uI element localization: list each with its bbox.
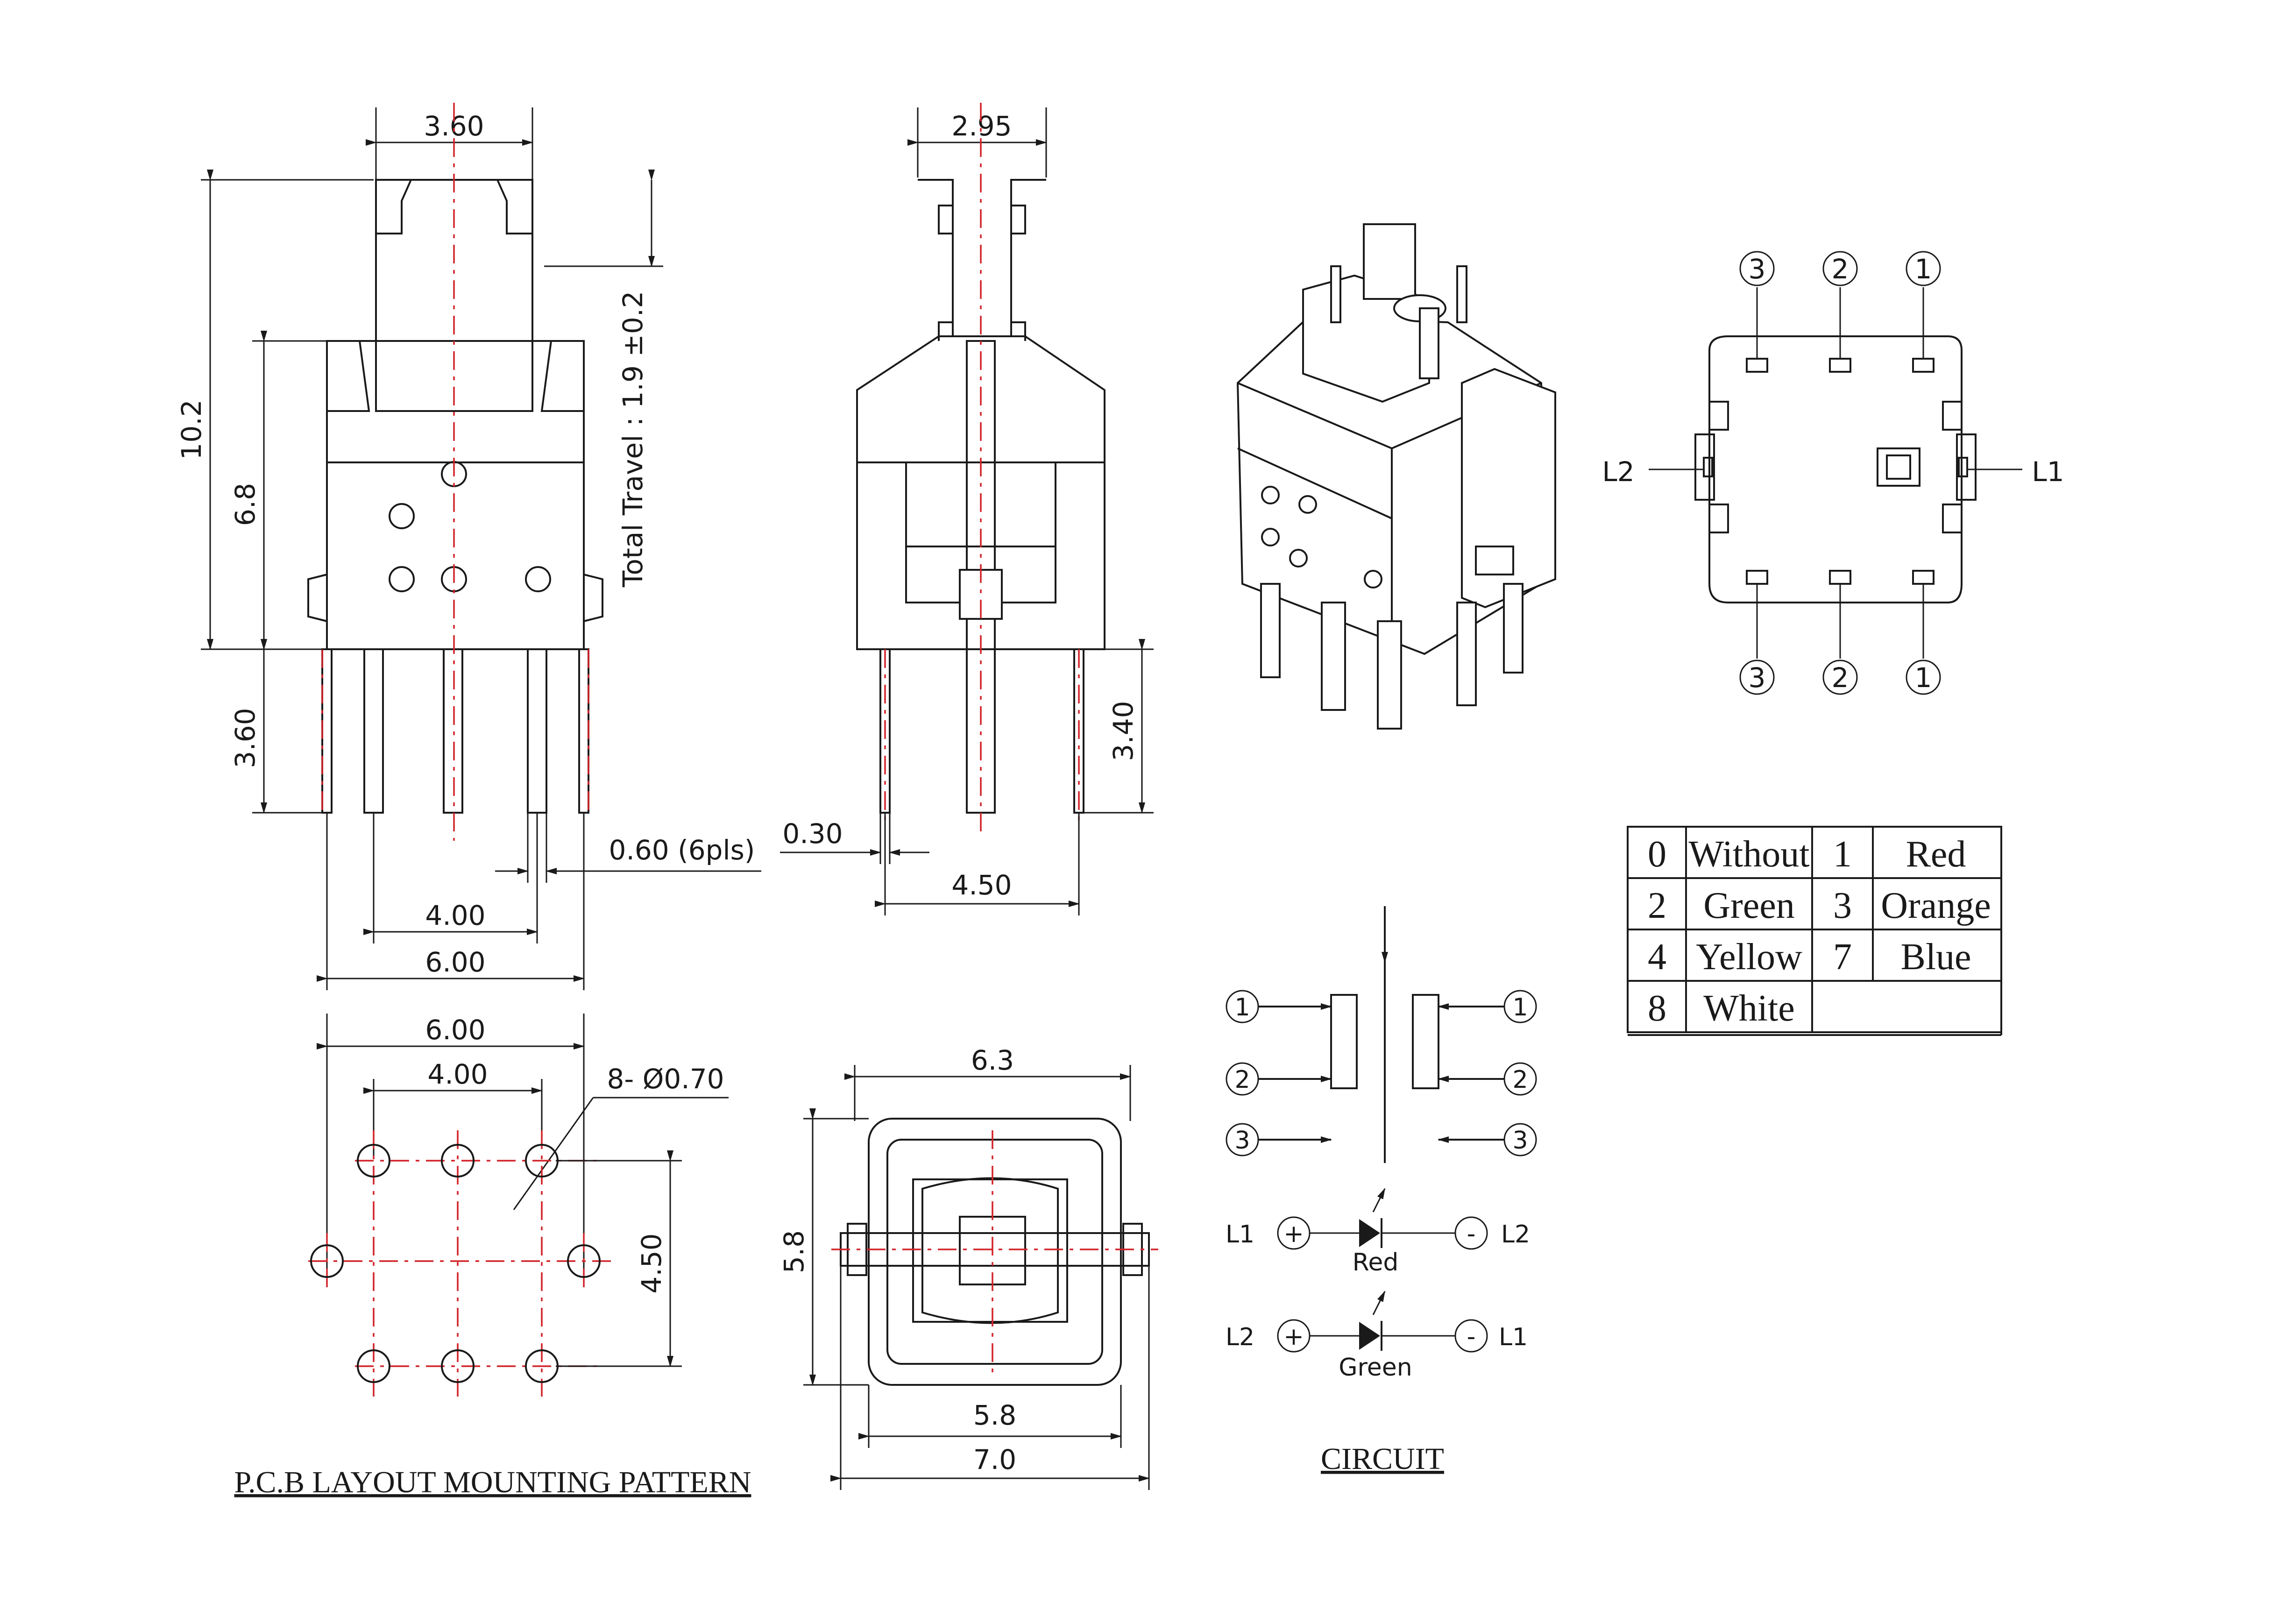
side-view: 2.95 0.30 4.50 3.40 [780, 103, 1154, 915]
circuit-diagram: 1 2 3 1 2 3 L1 + - L2 Red L2 + [1226, 906, 1537, 1476]
pin-top-label-3: 3 [1749, 253, 1766, 285]
led-color-table: 0 Without 1 Red 2 Green 3 Orange 4 Yello… [1627, 826, 2002, 1036]
led1-plus: + [1283, 1220, 1304, 1248]
table-cell-r1c2: Without [1689, 834, 1810, 875]
pcb-layout: 6.00 4.00 8- Ø0.70 4.50 P.C.B LAYOUT MOU… [234, 1014, 751, 1499]
pin-bottom-label-2: 2 [1832, 662, 1849, 694]
isometric-view [1236, 223, 1556, 730]
dim-total-travel: Total Travel : 1.9 ±0.2 [617, 291, 649, 588]
circuit-right-terminal-1: 1 [1512, 993, 1528, 1021]
dim-bottom-top-width: 6.3 [971, 1044, 1014, 1076]
circuit-title: CIRCUIT [1321, 1442, 1444, 1476]
dim-front-body-height: 6.8 [229, 483, 261, 526]
circuit-left-terminal-2: 2 [1234, 1066, 1250, 1094]
dim-pin-thickness: 0.30 [782, 818, 843, 850]
table-cell-r3c2: Yellow [1696, 936, 1802, 978]
led-label-left: L2 [1602, 456, 1634, 488]
dim-side-pin-length: 3.40 [1107, 701, 1139, 761]
pin-top-label-1: 1 [1915, 253, 1932, 285]
dim-front-pin-length: 3.60 [229, 708, 261, 768]
circuit-left-terminal-1: 1 [1234, 993, 1250, 1021]
bottom-view: 6.3 5.8 5.8 7.0 [778, 1044, 1158, 1490]
dim-pcb-pitch-inner: 4.00 [427, 1058, 488, 1090]
table-cell-r2c4: Orange [1881, 885, 1991, 926]
table-cell-r2c2: Green [1703, 885, 1794, 926]
table-cell-r1c4: Red [1906, 834, 1966, 875]
table-cell-r1c1: 0 [1648, 834, 1666, 875]
dim-front-pitch-inner: 4.00 [425, 900, 485, 931]
table-cell-r3c1: 4 [1648, 936, 1666, 978]
led2-color-label: Green [1339, 1354, 1412, 1382]
dim-pin-width: 0.60 (6pls) [609, 834, 755, 866]
dim-side-top-width: 2.95 [951, 110, 1012, 142]
pin-diagram: 3 2 1 3 2 1 L2 L1 [1602, 251, 2064, 695]
table-cell-r2c1: 2 [1648, 885, 1666, 926]
table-cell-r4c2: White [1703, 988, 1794, 1029]
circuit-right-terminal-2: 2 [1512, 1066, 1528, 1094]
dim-pcb-hole: 8- Ø0.70 [607, 1063, 724, 1095]
pin-bottom-label-1: 1 [1915, 662, 1932, 694]
led2-plus: + [1283, 1323, 1304, 1351]
dim-front-total-height: 10.2 [176, 399, 207, 460]
led2-right-label: L1 [1499, 1323, 1528, 1351]
dim-pcb-pitch-outer: 6.00 [425, 1014, 485, 1046]
front-view: 3.60 10.2 6.8 [176, 103, 761, 990]
table-cell-r3c3: 7 [1833, 936, 1852, 978]
dim-front-pitch-outer: 6.00 [425, 946, 485, 978]
dim-bottom-inner-width: 5.8 [973, 1399, 1016, 1431]
led1-minus: - [1467, 1220, 1476, 1248]
table-cell-r2c3: 3 [1833, 885, 1852, 926]
dim-side-pin-pitch: 4.50 [951, 869, 1012, 901]
pcb-layout-title: P.C.B LAYOUT MOUNTING PATTERN [234, 1465, 751, 1499]
circuit-right-terminal-3: 3 [1512, 1127, 1528, 1155]
dim-pcb-row-pitch: 4.50 [636, 1233, 667, 1293]
led1-left-label: L1 [1226, 1220, 1254, 1248]
table-cell-r1c3: 1 [1833, 834, 1852, 875]
led-label-right: L1 [2032, 456, 2064, 488]
led1-right-label: L2 [1501, 1220, 1530, 1248]
pin-bottom-label-3: 3 [1749, 662, 1766, 694]
table-cell-r3c4: Blue [1900, 936, 1971, 978]
table-cell-r4c1: 8 [1648, 988, 1666, 1029]
led1-color-label: Red [1353, 1248, 1399, 1277]
circuit-left-terminal-3: 3 [1234, 1127, 1250, 1155]
dim-bottom-height: 5.8 [778, 1230, 810, 1273]
dim-bottom-outer-width: 7.0 [973, 1444, 1016, 1475]
led2-left-label: L2 [1226, 1323, 1254, 1351]
pin-top-label-2: 2 [1832, 253, 1849, 285]
led2-minus: - [1467, 1323, 1476, 1351]
